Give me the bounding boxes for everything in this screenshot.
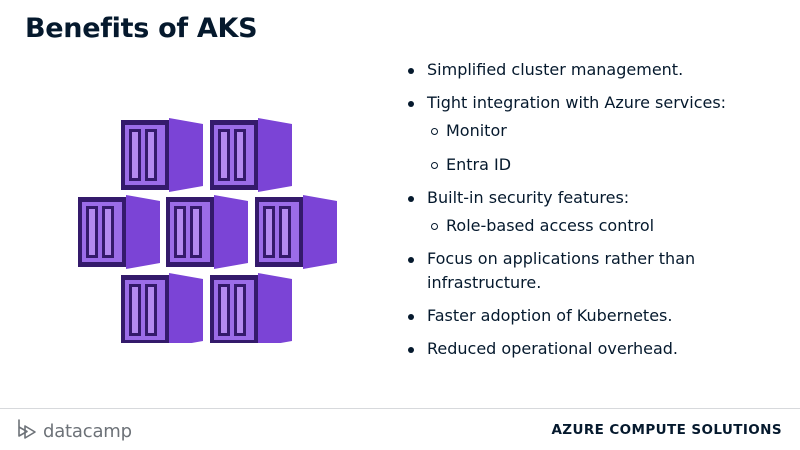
sub-bullet-text: Role-based access control xyxy=(446,216,655,235)
container-cube xyxy=(210,118,292,192)
benefits-list: Simplified cluster management. Tight int… xyxy=(405,58,775,370)
bullet-text: Reduced operational overhead. xyxy=(427,339,679,358)
container-cube xyxy=(121,273,203,347)
bullet-item: Reduced operational overhead. xyxy=(405,337,775,361)
bullet-text: Tight integration with Azure services: xyxy=(427,93,727,112)
slide-title: Benefits of AKS xyxy=(25,13,258,44)
container-cube xyxy=(255,195,337,269)
sub-bullet-text: Entra ID xyxy=(446,155,512,174)
bullet-text: Built-in security features: xyxy=(427,188,630,207)
container-cube xyxy=(78,195,160,269)
footer-divider xyxy=(0,408,800,409)
bullet-item: Simplified cluster management. xyxy=(405,58,775,82)
sub-bullet-item: Role-based access control xyxy=(405,214,775,238)
sub-bullet-text: Monitor xyxy=(446,121,507,140)
bullet-text: Focus on applications rather than infras… xyxy=(427,249,696,292)
container-cube xyxy=(210,273,292,347)
container-cube xyxy=(166,195,248,269)
container-cube xyxy=(121,118,203,192)
bullet-item: Focus on applications rather than infras… xyxy=(405,247,775,295)
datacamp-logo-icon xyxy=(16,417,38,445)
sub-bullet-item: Entra ID xyxy=(405,153,775,177)
datacamp-brand[interactable]: datacamp xyxy=(16,418,132,444)
course-title: AZURE COMPUTE SOLUTIONS xyxy=(551,422,782,438)
bullet-item: Tight integration with Azure services: M… xyxy=(405,91,775,177)
sub-bullet-item: Monitor xyxy=(405,119,775,143)
brand-name: datacamp xyxy=(43,420,132,442)
bullet-item: Faster adoption of Kubernetes. xyxy=(405,304,775,328)
aks-cubes-icon xyxy=(78,118,337,347)
aks-logo xyxy=(78,118,338,347)
bullet-item: Built-in security features: Role-based a… xyxy=(405,186,775,238)
bullet-text: Simplified cluster management. xyxy=(427,60,684,79)
bullet-text: Faster adoption of Kubernetes. xyxy=(427,306,673,325)
